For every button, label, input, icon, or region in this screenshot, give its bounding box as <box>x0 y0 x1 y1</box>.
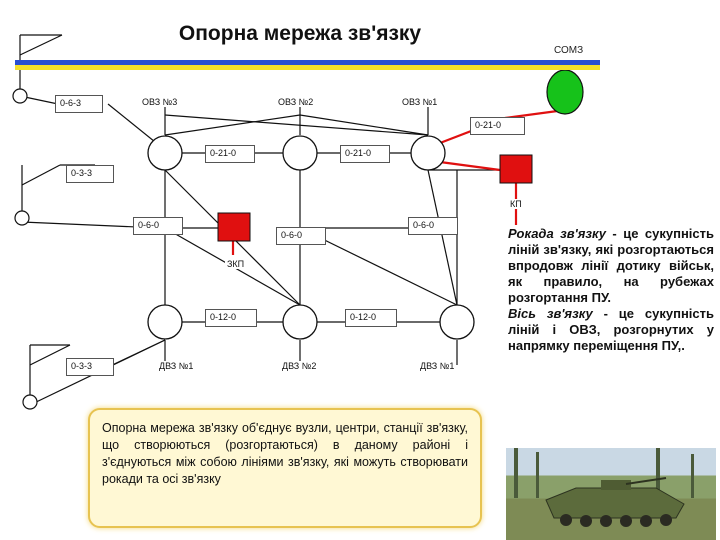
page-title: Опорна мережа зв'язку <box>178 22 422 45</box>
node-dvz1-right <box>439 304 475 340</box>
def-rokada: - це сукупність ліній зв'язку, які розго… <box>508 226 714 305</box>
box-060-right: 0-6-0 <box>408 217 458 235</box>
term-vis: Вісь зв'язку <box>508 306 593 321</box>
left-small-node-bottom <box>22 394 38 410</box>
label-ovz3: ОВЗ №3 <box>140 97 180 107</box>
box-0210-mid-left: 0-21-0 <box>205 145 255 163</box>
box-0120-left: 0-12-0 <box>205 309 257 327</box>
node-ovz1 <box>410 135 446 171</box>
vehicle-illustration <box>514 448 694 527</box>
info-callout: Опорна мережа зв'язку об'єднує вузли, це… <box>88 408 482 528</box>
box-060-mid: 0-6-0 <box>276 227 326 245</box>
somz-node <box>546 69 584 115</box>
label-zkp: ЗКП <box>225 259 247 269</box>
somz-label: СОМЗ <box>554 45 584 56</box>
armored-vehicle-photo <box>506 448 716 540</box>
box-060-left: 0-6-0 <box>133 217 183 235</box>
flag-bar <box>15 60 600 70</box>
node-dvz2 <box>282 304 318 340</box>
kp-node <box>499 154 533 184</box>
label-dvz2: ДВЗ №2 <box>280 361 319 371</box>
label-ovz2: ОВЗ №2 <box>276 97 316 107</box>
node-dvz1-left <box>147 304 183 340</box>
node-ovz2 <box>282 135 318 171</box>
def-vis: - це сукупність ліній і ОВЗ, розгорнутих… <box>508 306 714 353</box>
label-kp: КП <box>508 199 524 209</box>
node-ovz3 <box>147 135 183 171</box>
right-definitions: Рокада зв'язку - це сукупність ліній зв'… <box>508 226 714 354</box>
label-dvz1-left: ДВЗ №1 <box>157 361 196 371</box>
box-0210-right: 0-21-0 <box>470 117 525 135</box>
label-dvz1-right: ДВЗ №1 <box>418 361 457 371</box>
label-ovz1: ОВЗ №1 <box>400 97 440 107</box>
left-small-node-top <box>12 88 28 104</box>
term-rokada: Рокада зв'язку <box>508 226 606 241</box>
box-0120-right: 0-12-0 <box>345 309 397 327</box>
box-033-lower: 0-3-3 <box>66 358 114 376</box>
box-033-upper: 0-3-3 <box>66 165 114 183</box>
connection-lines <box>19 34 566 406</box>
zkp-node <box>217 212 251 242</box>
box-row1-left: 0-6-3 <box>55 95 103 113</box>
box-0210-mid-right: 0-21-0 <box>340 145 390 163</box>
left-small-node-mid <box>14 210 30 226</box>
